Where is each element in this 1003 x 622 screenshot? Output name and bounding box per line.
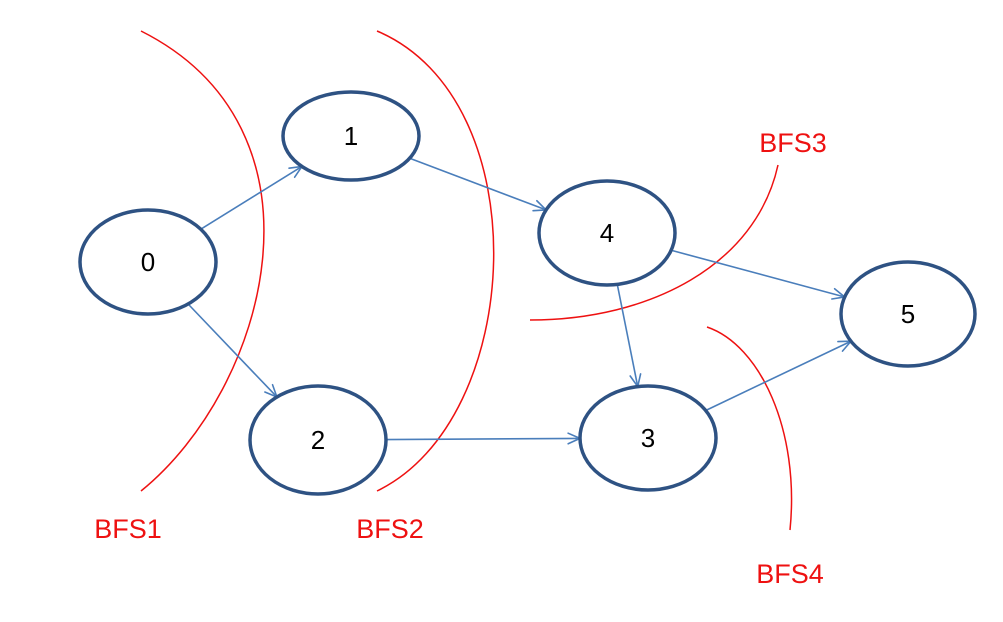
edge-line xyxy=(200,165,303,230)
node-ellipse xyxy=(578,384,718,492)
edge-0-to-2 xyxy=(187,303,278,398)
node-ellipse xyxy=(537,179,677,287)
bfs3-boundary-arc xyxy=(529,164,779,321)
node-ellipse xyxy=(839,260,977,368)
edge-0-to-1 xyxy=(200,165,303,230)
node-4: 4 xyxy=(537,179,677,287)
bfs4-label: BFS4 xyxy=(756,559,824,589)
node-label: 2 xyxy=(311,425,325,455)
bfs4-boundary-arc xyxy=(706,326,793,531)
node-label: 0 xyxy=(141,247,155,277)
node-ellipse xyxy=(281,90,421,182)
edge-line xyxy=(616,284,639,387)
node-label: 4 xyxy=(600,218,614,248)
node-label: 3 xyxy=(641,423,655,453)
bfs2-boundary-arc xyxy=(376,30,495,492)
edge-line xyxy=(705,340,852,412)
arrowhead-icon xyxy=(288,165,303,179)
node-5: 5 xyxy=(839,260,977,368)
node-label: 1 xyxy=(344,121,358,151)
edge-line xyxy=(670,249,845,298)
bfs3-label: BFS3 xyxy=(759,128,827,158)
node-layer: 0 1 2 3 4 5 xyxy=(78,90,977,496)
edge-line xyxy=(187,303,278,398)
edge-4-to-3 xyxy=(616,284,642,388)
edge-line xyxy=(385,437,581,441)
edge-line xyxy=(409,157,547,211)
bfs2-label: BFS2 xyxy=(356,514,424,544)
node-2: 2 xyxy=(248,384,388,496)
node-label: 5 xyxy=(901,299,915,329)
node-ellipse xyxy=(78,208,218,316)
node-3: 3 xyxy=(578,384,718,492)
bfs1-boundary-arc xyxy=(140,30,265,492)
edge-1-to-4 xyxy=(409,157,547,212)
node-ellipse xyxy=(248,384,388,496)
bfs1-label: BFS1 xyxy=(94,514,162,544)
edge-3-to-5 xyxy=(705,340,852,412)
node-0: 0 xyxy=(78,208,218,316)
node-1: 1 xyxy=(281,90,421,182)
edge-4-to-5 xyxy=(670,249,846,300)
edge-2-to-3 xyxy=(385,432,581,445)
